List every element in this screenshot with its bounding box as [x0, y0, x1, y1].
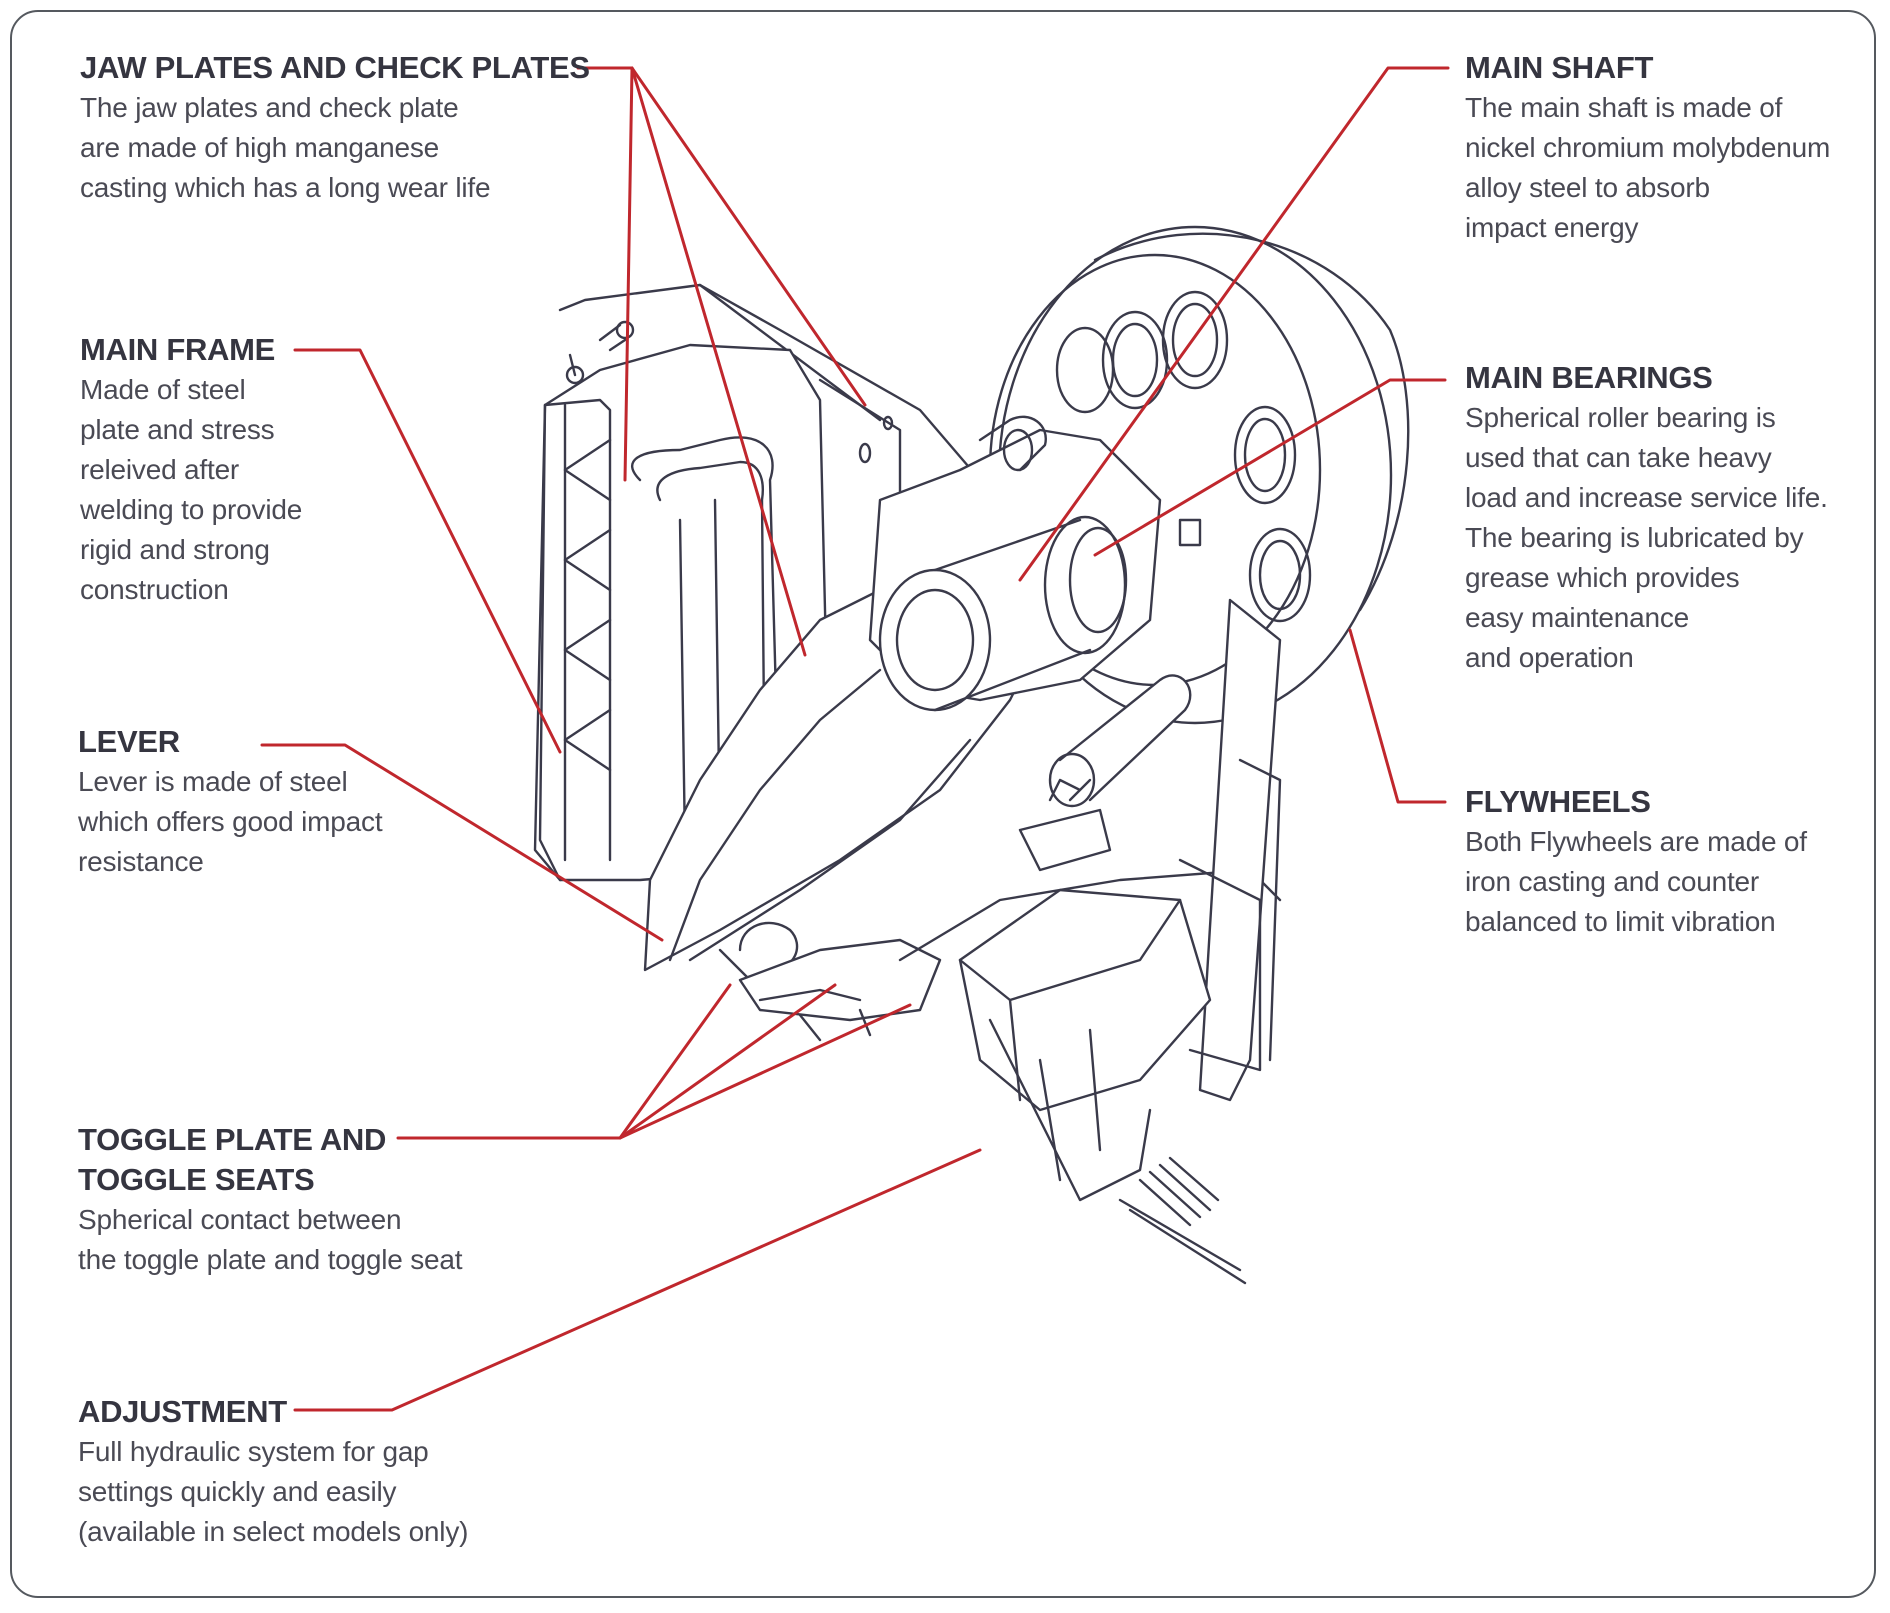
callout-description: Spherical contact between the toggle pla… — [78, 1204, 463, 1275]
callout-description: The main shaft is made of nickel chromiu… — [1465, 92, 1831, 243]
adjustment-drawing — [958, 778, 1247, 1285]
tie-rod-drawing — [1048, 674, 1192, 808]
leader-lines — [260, 66, 1450, 1412]
callout-main-shaft: MAIN SHAFT The main shaft is made of nic… — [1465, 48, 1875, 248]
callout-jaw-plates: JAW PLATES AND CHECK PLATES The jaw plat… — [80, 48, 600, 208]
callout-description: Both Flywheels are made of iron casting … — [1465, 826, 1807, 937]
callout-toggle-plate: TOGGLE PLATE AND TOGGLE SEATS Spherical … — [78, 1120, 518, 1280]
callout-description: The jaw plates and check plate are made … — [80, 92, 491, 203]
callout-title: ADJUSTMENT — [78, 1394, 287, 1429]
callout-title: MAIN SHAFT — [1465, 50, 1654, 85]
callout-main-bearings: MAIN BEARINGS Spherical roller bearing i… — [1465, 358, 1875, 678]
callout-description: Full hydraulic system for gap settings q… — [78, 1436, 469, 1547]
leader-flywheels — [1348, 628, 1447, 804]
side-plate-drawing — [1178, 598, 1282, 1102]
callout-title: TOGGLE PLATE AND TOGGLE SEATS — [78, 1122, 387, 1197]
leader-toggle-3 — [618, 1003, 912, 1140]
shaft-housing-drawing — [868, 415, 1202, 712]
callout-title: MAIN BEARINGS — [1465, 360, 1713, 395]
leader-jaw-plates-2 — [630, 66, 807, 657]
callout-description: Made of steel plate and stress releived … — [80, 374, 303, 605]
callout-title: LEVER — [78, 724, 180, 759]
leader-jaw-plates-3 — [630, 66, 867, 407]
callout-flywheels: FLYWHEELS Both Flywheels are made of iro… — [1465, 782, 1875, 942]
leader-main-bearings — [1093, 378, 1447, 557]
leader-adjustment — [293, 1148, 982, 1412]
callout-title: MAIN FRAME — [80, 332, 276, 367]
leader-toggle-1 — [396, 983, 732, 1140]
callout-description: Lever is made of steel which offers good… — [78, 766, 383, 877]
leader-toggle-2 — [618, 983, 837, 1140]
callout-adjustment: ADJUSTMENT Full hydraulic system for gap… — [78, 1392, 518, 1552]
leader-lever — [260, 743, 664, 942]
callout-main-frame: MAIN FRAME Made of steel plate and stres… — [80, 330, 400, 610]
callout-title: FLYWHEELS — [1465, 784, 1651, 819]
diagram-border — [10, 10, 1876, 1598]
leader-main-frame — [293, 348, 562, 754]
callout-description: Spherical roller bearing is used that ca… — [1465, 402, 1828, 673]
leader-main-shaft — [1018, 66, 1450, 582]
callout-title: JAW PLATES AND CHECK PLATES — [80, 50, 590, 85]
callout-lever: LEVER Lever is made of steel which offer… — [78, 722, 438, 882]
